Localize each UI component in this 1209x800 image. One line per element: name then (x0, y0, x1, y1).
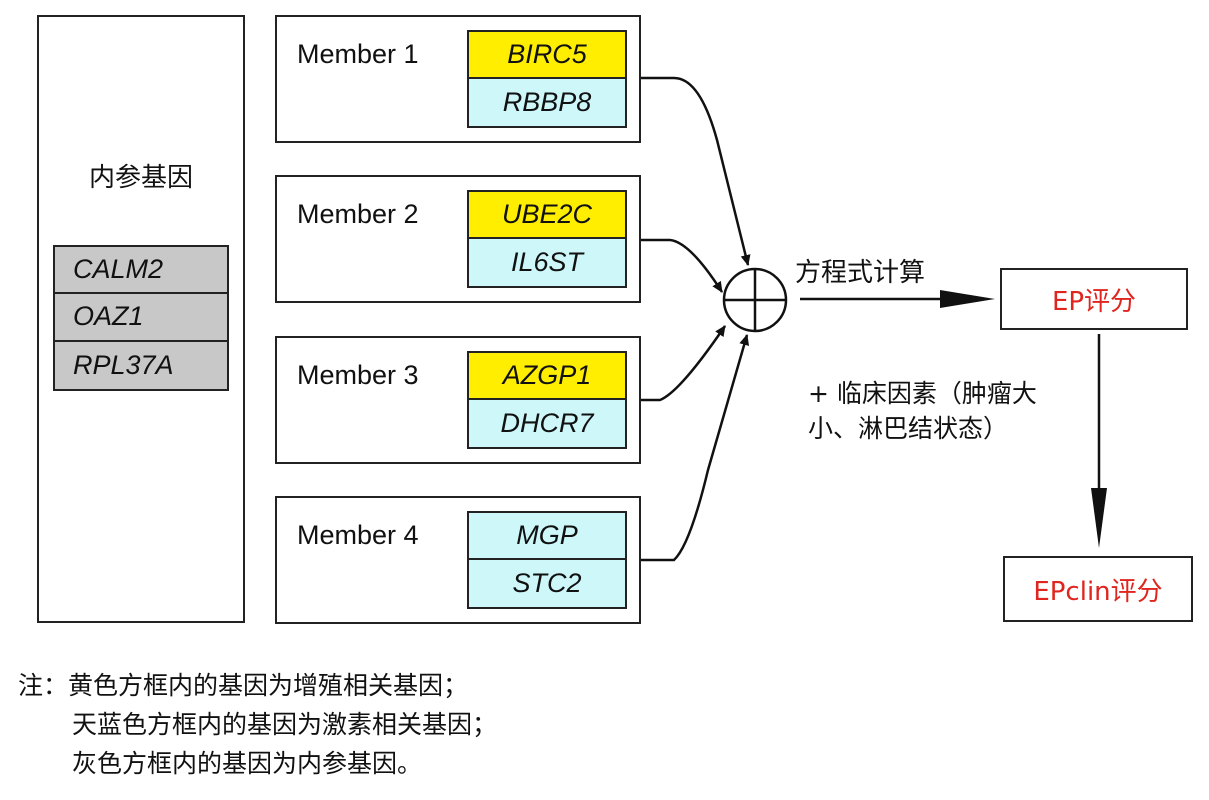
arrow-member-4 (641, 334, 750, 562)
member-label: Member 4 (297, 520, 419, 550)
arrow-member-1 (641, 76, 751, 266)
hormone-gene: MGP (469, 513, 625, 560)
clinical-factors-line: + 临床因素（肿瘤大 (808, 379, 1037, 408)
reference-gene: CALM2 (55, 247, 227, 295)
member-box-2: Member 2 UBE2C IL6ST (275, 175, 641, 303)
reference-gene-list: CALM2 OAZ1 RPL37A (53, 245, 229, 391)
hormone-gene: DHCR7 (469, 400, 625, 447)
ep-score-box: EP评分 (1000, 268, 1188, 330)
hormone-gene: IL6ST (469, 239, 625, 286)
member-gene-list: UBE2C IL6ST (467, 190, 627, 288)
arrow-member-3 (641, 325, 727, 402)
figure-notes: 注：黄色方框内的基因为增殖相关基因； 天蓝色方框内的基因为激素相关基因； 灰色方… (18, 666, 497, 783)
member-gene-list: BIRC5 RBBP8 (467, 30, 627, 128)
proliferation-gene: UBE2C (469, 192, 625, 239)
reference-panel-title: 内参基因 (88, 163, 193, 193)
clinical-factors-line: 小、淋巴结状态） (808, 414, 1009, 443)
member-gene-list: AZGP1 DHCR7 (467, 351, 627, 449)
member-gene-list: MGP STC2 (467, 511, 627, 609)
ep-score-label: EP评分 (1051, 286, 1137, 317)
reference-gene: OAZ1 (55, 294, 227, 342)
hormone-gene: RBBP8 (469, 79, 625, 126)
note-line: 天蓝色方框内的基因为激素相关基因； (72, 710, 498, 739)
member-label: Member 3 (297, 360, 419, 390)
hormone-gene: STC2 (469, 560, 625, 607)
proliferation-gene: BIRC5 (469, 32, 625, 79)
member-label: Member 1 (297, 39, 419, 69)
sum-circle-plus-icon (722, 267, 788, 333)
equation-calculation-label: 方程式计算 (795, 258, 926, 288)
note-line: 灰色方框内的基因为内参基因。 (72, 749, 423, 778)
arrow-member-2 (641, 238, 724, 293)
clinical-factors-label: + 临床因素（肿瘤大 小、淋巴结状态） (808, 376, 1037, 446)
proliferation-gene: AZGP1 (469, 353, 625, 400)
member-label: Member 2 (297, 199, 419, 229)
epclin-score-box: EPclin评分 (1003, 556, 1193, 622)
note-line: 注：黄色方框内的基因为增殖相关基因； (18, 671, 469, 700)
reference-gene: RPL37A (55, 341, 227, 389)
member-box-1: Member 1 BIRC5 RBBP8 (275, 15, 641, 143)
member-box-3: Member 3 AZGP1 DHCR7 (275, 336, 641, 464)
epclin-score-label: EPclin评分 (1033, 576, 1163, 607)
member-box-4: Member 4 MGP STC2 (275, 496, 641, 624)
